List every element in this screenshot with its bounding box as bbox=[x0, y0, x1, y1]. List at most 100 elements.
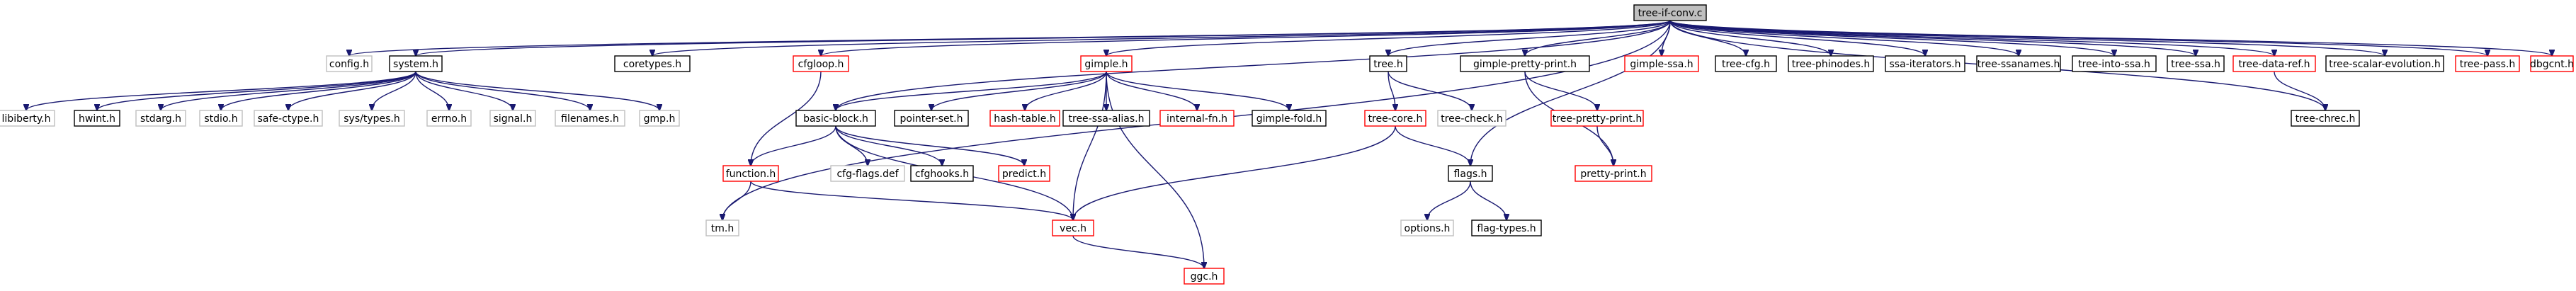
node-tree[interactable]: tree.h bbox=[1369, 55, 1407, 72]
node-libiberty[interactable]: libiberty.h bbox=[0, 110, 55, 127]
node-root[interactable]: tree-if-conv.c bbox=[1633, 4, 1707, 21]
node-box-ssanames[interactable] bbox=[1976, 55, 2061, 72]
node-box-hashtable[interactable] bbox=[989, 110, 1060, 127]
node-scev[interactable]: tree-scalar-evolution.h bbox=[2325, 55, 2444, 72]
node-gimple[interactable]: gimple.h bbox=[1080, 55, 1133, 72]
node-tm[interactable]: tm.h bbox=[705, 219, 739, 236]
node-box-gmp[interactable] bbox=[639, 110, 680, 127]
node-box-treecheck[interactable] bbox=[1437, 110, 1507, 127]
node-box-ssait[interactable] bbox=[1885, 55, 1965, 72]
node-dataref[interactable]: tree-data-ref.h bbox=[2232, 55, 2316, 72]
node-box-chrec[interactable] bbox=[2291, 110, 2360, 127]
node-box-gssa[interactable] bbox=[1624, 55, 1699, 72]
node-box-vec[interactable] bbox=[1052, 219, 1094, 236]
node-box-tpass[interactable] bbox=[2455, 55, 2520, 72]
node-predict[interactable]: predict.h bbox=[998, 165, 1050, 182]
node-box-config[interactable] bbox=[326, 55, 373, 72]
node-treecheck[interactable]: tree-check.h bbox=[1437, 110, 1507, 127]
node-treecore[interactable]: tree-core.h bbox=[1364, 110, 1426, 127]
node-box-scev[interactable] bbox=[2325, 55, 2444, 72]
node-stdio[interactable]: stdio.h bbox=[199, 110, 243, 127]
node-cfghooks[interactable]: cfghooks.h bbox=[910, 165, 974, 182]
node-box-signal[interactable] bbox=[489, 110, 536, 127]
node-box-filenames[interactable] bbox=[555, 110, 625, 127]
node-tpp[interactable]: tree-pretty-print.h bbox=[1550, 110, 1644, 127]
node-box-flags[interactable] bbox=[1448, 165, 1493, 182]
node-box-gfold[interactable] bbox=[1252, 110, 1327, 127]
node-box-stdio[interactable] bbox=[199, 110, 243, 127]
node-box-cfgloop[interactable] bbox=[793, 55, 849, 72]
node-cfgloop[interactable]: cfgloop.h bbox=[793, 55, 849, 72]
node-bb[interactable]: basic-block.h bbox=[795, 110, 876, 127]
node-tpass[interactable]: tree-pass.h bbox=[2455, 55, 2520, 72]
node-box-gpp[interactable] bbox=[1460, 55, 1590, 72]
node-flags[interactable]: flags.h bbox=[1448, 165, 1493, 182]
node-box-prettyprint[interactable] bbox=[1574, 165, 1652, 182]
node-box-libiberty[interactable] bbox=[0, 110, 55, 127]
node-box-options[interactable] bbox=[1400, 219, 1454, 236]
node-box-pointerset[interactable] bbox=[894, 110, 969, 127]
node-box-systypes[interactable] bbox=[339, 110, 405, 127]
node-ggc[interactable]: ggc.h bbox=[1184, 268, 1225, 285]
node-box-function[interactable] bbox=[722, 165, 779, 182]
node-filenames[interactable]: filenames.h bbox=[555, 110, 625, 127]
node-vec[interactable]: vec.h bbox=[1052, 219, 1094, 236]
node-ssanames[interactable]: tree-ssanames.h bbox=[1976, 55, 2061, 72]
node-systypes[interactable]: sys/types.h bbox=[339, 110, 405, 127]
node-box-dataref[interactable] bbox=[2232, 55, 2316, 72]
node-box-phinodes[interactable] bbox=[1788, 55, 1874, 72]
node-ssait[interactable]: ssa-iterators.h bbox=[1885, 55, 1965, 72]
node-safectype[interactable]: safe-ctype.h bbox=[254, 110, 323, 127]
node-ssaalias[interactable]: tree-ssa-alias.h bbox=[1062, 110, 1150, 127]
node-prettyprint[interactable]: pretty-print.h bbox=[1574, 165, 1652, 182]
node-hashtable[interactable]: hash-table.h bbox=[989, 110, 1060, 127]
node-stdarg[interactable]: stdarg.h bbox=[135, 110, 186, 127]
node-config[interactable]: config.h bbox=[326, 55, 373, 72]
node-hwint[interactable]: hwint.h bbox=[74, 110, 120, 127]
node-box-stdarg[interactable] bbox=[135, 110, 186, 127]
node-box-treecore[interactable] bbox=[1364, 110, 1426, 127]
node-errno[interactable]: errno.h bbox=[426, 110, 472, 127]
node-function[interactable]: function.h bbox=[722, 165, 779, 182]
node-options[interactable]: options.h bbox=[1400, 219, 1454, 236]
node-flagtypes[interactable]: flag-types.h bbox=[1471, 219, 1542, 236]
node-chrec[interactable]: tree-chrec.h bbox=[2291, 110, 2360, 127]
node-signal[interactable]: signal.h bbox=[489, 110, 536, 127]
node-box-intossa[interactable] bbox=[2072, 55, 2157, 72]
node-box-safectype[interactable] bbox=[254, 110, 323, 127]
node-box-ggc[interactable] bbox=[1184, 268, 1225, 285]
node-box-tcfg[interactable] bbox=[1715, 55, 1777, 72]
node-internalfn[interactable]: internal-fn.h bbox=[1159, 110, 1235, 127]
node-box-predict[interactable] bbox=[998, 165, 1050, 182]
node-box-internalfn[interactable] bbox=[1159, 110, 1235, 127]
node-tcfg[interactable]: tree-cfg.h bbox=[1715, 55, 1777, 72]
node-phinodes[interactable]: tree-phinodes.h bbox=[1788, 55, 1874, 72]
node-intossa[interactable]: tree-into-ssa.h bbox=[2072, 55, 2157, 72]
node-box-tpp[interactable] bbox=[1550, 110, 1644, 127]
node-box-cfghooks[interactable] bbox=[910, 165, 974, 182]
node-system[interactable]: system.h bbox=[389, 55, 443, 72]
node-box-tm[interactable] bbox=[705, 219, 739, 236]
node-pointerset[interactable]: pointer-set.h bbox=[894, 110, 969, 127]
node-dbgcnt[interactable]: dbgcnt.h bbox=[2530, 55, 2574, 72]
node-box-system[interactable] bbox=[389, 55, 443, 72]
node-coretypes[interactable]: coretypes.h bbox=[614, 55, 691, 72]
node-box-bb[interactable] bbox=[795, 110, 876, 127]
node-box-cfgflags[interactable] bbox=[830, 165, 905, 182]
node-gfold[interactable]: gimple-fold.h bbox=[1252, 110, 1327, 127]
node-box-root[interactable] bbox=[1633, 4, 1707, 21]
node-gpp[interactable]: gimple-pretty-print.h bbox=[1460, 55, 1590, 72]
node-box-coretypes[interactable] bbox=[614, 55, 691, 72]
node-box-errno[interactable] bbox=[426, 110, 472, 127]
node-gssa[interactable]: gimple-ssa.h bbox=[1624, 55, 1699, 72]
node-box-dbgcnt[interactable] bbox=[2530, 55, 2574, 72]
node-cfgflags[interactable]: cfg-flags.def bbox=[830, 165, 905, 182]
node-box-flagtypes[interactable] bbox=[1471, 219, 1542, 236]
node-box-tssa[interactable] bbox=[2167, 55, 2225, 72]
node-box-tree[interactable] bbox=[1369, 55, 1407, 72]
node-box-ssaalias[interactable] bbox=[1062, 110, 1150, 127]
node-tssa[interactable]: tree-ssa.h bbox=[2167, 55, 2225, 72]
node-box-hwint[interactable] bbox=[74, 110, 120, 127]
node-box-gimple[interactable] bbox=[1080, 55, 1133, 72]
node-gmp[interactable]: gmp.h bbox=[639, 110, 680, 127]
